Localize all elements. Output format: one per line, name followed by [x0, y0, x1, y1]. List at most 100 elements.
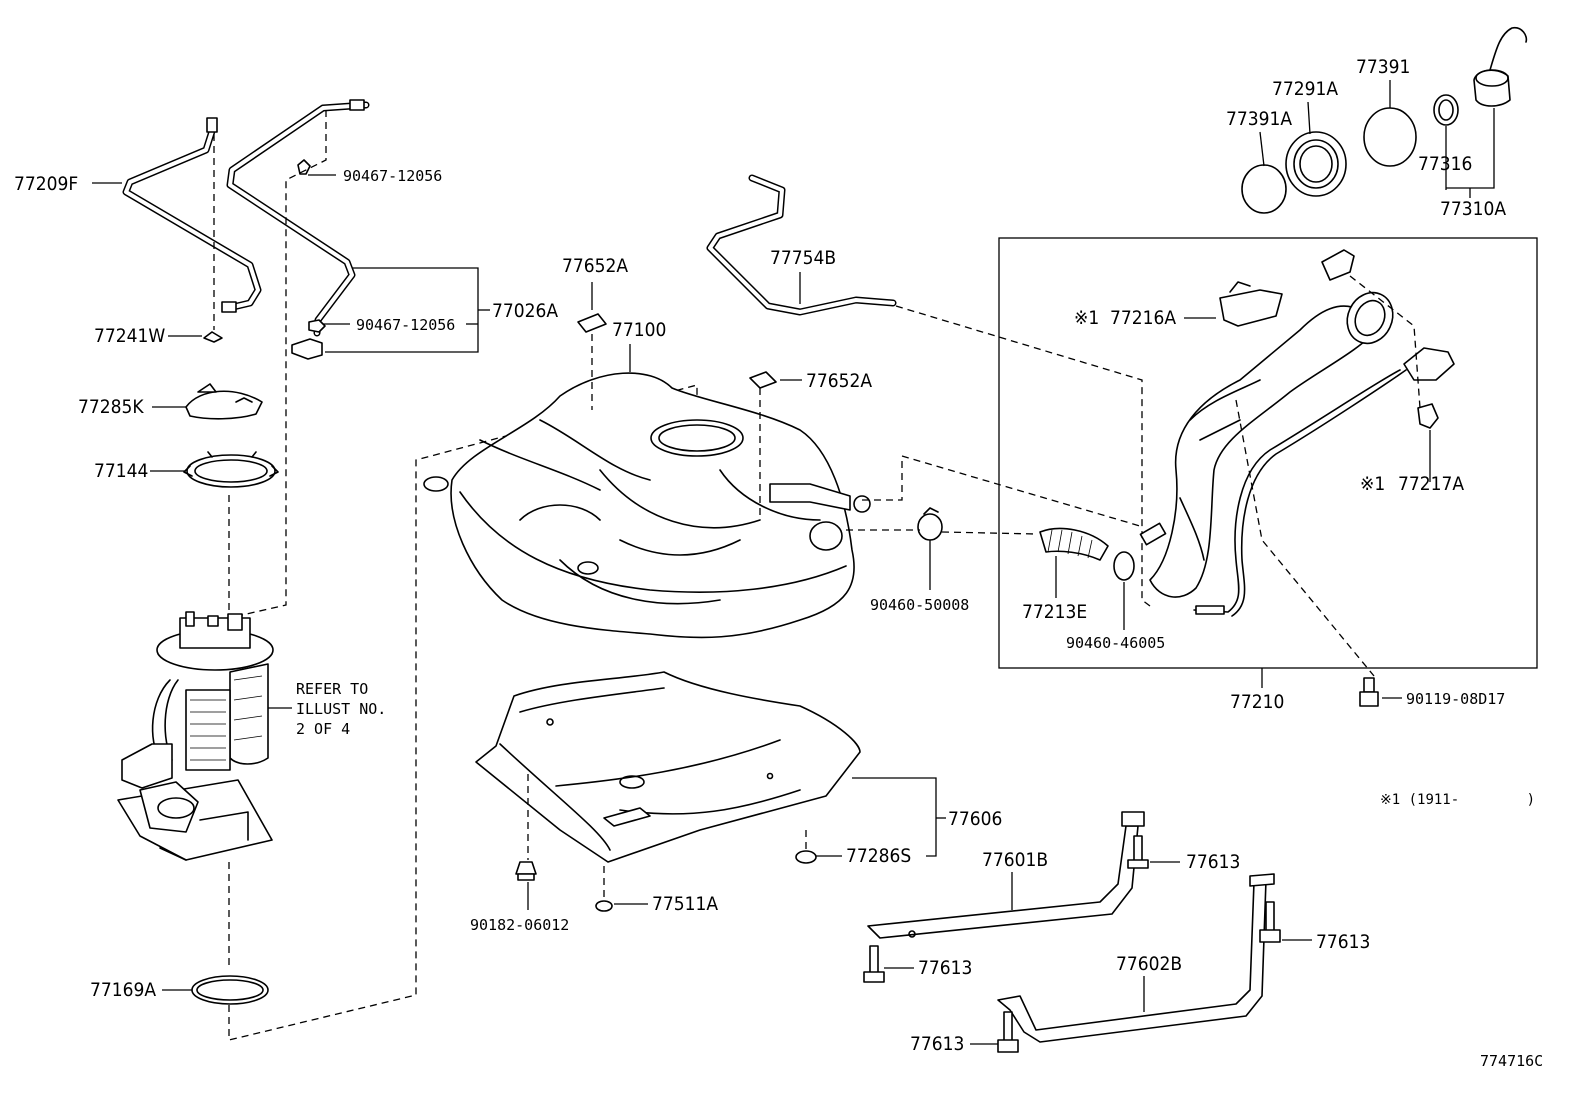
- svg-text:77100: 77100: [612, 319, 666, 341]
- label-77213E: 77213E: [1022, 556, 1087, 623]
- label-77216A: ※1 77216A: [1074, 307, 1216, 329]
- svg-text:77241W: 77241W: [94, 325, 165, 347]
- bolt-77613-a[interactable]: [1127, 835, 1149, 869]
- clamp-90460-46005[interactable]: [1113, 551, 1135, 581]
- fuel-tube-77209F[interactable]: [122, 117, 262, 313]
- svg-text:※1: ※1: [1360, 473, 1385, 495]
- label-77652A-b: 77652A: [780, 370, 872, 392]
- bolt-77613-c[interactable]: [1259, 901, 1281, 943]
- hose-77213E[interactable]: [1039, 527, 1109, 561]
- svg-text:77286S: 77286S: [846, 845, 911, 867]
- svg-text:77652A: 77652A: [806, 370, 872, 392]
- label-90182-06012: 90182-06012: [470, 882, 569, 934]
- refer-note: REFER TO ILLUST NO. 2 OF 4: [268, 680, 386, 738]
- clip-77241W[interactable]: [203, 331, 223, 343]
- svg-text:90460-50008: 90460-50008: [870, 596, 969, 614]
- svg-text:77217A: 77217A: [1398, 473, 1464, 495]
- svg-text:77026A: 77026A: [492, 300, 558, 322]
- label-77613-d: 77613: [910, 1033, 998, 1055]
- svg-text:77310A: 77310A: [1440, 198, 1506, 220]
- bolt-77613-b[interactable]: [863, 945, 885, 983]
- label-77613-c: 77613: [1282, 931, 1370, 953]
- label-90460-50008: 90460-50008: [870, 540, 969, 614]
- svg-text:77606: 77606: [948, 808, 1002, 830]
- label-77316: 77316: [1418, 126, 1472, 190]
- svg-text:77216A: 77216A: [1110, 307, 1176, 329]
- label-77613-b: 77613: [884, 957, 972, 979]
- fuel-pump-assembly[interactable]: [117, 611, 274, 861]
- label-77754B: 77754B: [770, 247, 836, 304]
- svg-text:77144: 77144: [94, 460, 148, 482]
- label-77210: 77210: [1230, 668, 1284, 713]
- svg-text:77601B: 77601B: [982, 849, 1048, 871]
- svg-text:90460-46005: 90460-46005: [1066, 634, 1165, 652]
- heat-shield-77606[interactable]: [475, 671, 861, 863]
- label-77652A-a: 77652A: [562, 255, 628, 310]
- clip-77217A[interactable]: [1417, 403, 1439, 429]
- svg-text:2 OF 4: 2 OF 4: [296, 720, 350, 738]
- strap-77601B[interactable]: [867, 811, 1145, 939]
- bolt-77613-d[interactable]: [997, 1011, 1019, 1053]
- bracket-77216A[interactable]: [1219, 281, 1283, 327]
- fuel-tube-77026A[interactable]: [226, 99, 370, 337]
- bolt-90119-08D17[interactable]: [1359, 677, 1379, 707]
- svg-text:77285K: 77285K: [78, 396, 144, 418]
- ring-77316[interactable]: [1433, 94, 1459, 126]
- svg-text:77613: 77613: [1316, 931, 1370, 953]
- svg-text:77391: 77391: [1356, 56, 1410, 78]
- label-90460-46005: 90460-46005: [1066, 582, 1165, 652]
- svg-text:77652A: 77652A: [562, 255, 628, 277]
- svg-text:77754B: 77754B: [770, 247, 836, 269]
- label-77241W: 77241W: [94, 325, 202, 347]
- clamp-90460-50008[interactable]: [917, 507, 943, 541]
- label-90119-08D17: 90119-08D17: [1382, 690, 1505, 708]
- clip-90467-upper[interactable]: [297, 159, 311, 175]
- ring-77144[interactable]: [183, 451, 279, 488]
- label-77613-a: 77613: [1150, 851, 1240, 873]
- cover-77285K[interactable]: [185, 383, 263, 420]
- label-77310A: 77310A: [1440, 108, 1506, 220]
- clip-77286S[interactable]: [795, 850, 817, 864]
- nut-90182-06012[interactable]: [515, 861, 537, 881]
- pad-77652A-a[interactable]: [577, 313, 607, 333]
- gasket-77391A[interactable]: [1241, 164, 1287, 214]
- label-77291A: 77291A: [1272, 78, 1338, 135]
- label-77100: 77100: [612, 319, 666, 372]
- svg-text:77291A: 77291A: [1272, 78, 1338, 100]
- svg-text:90182-06012: 90182-06012: [470, 916, 569, 934]
- pad-77652A-b[interactable]: [749, 371, 777, 389]
- label-77602B: 77602B: [1116, 953, 1182, 1012]
- svg-text:90467-12056: 90467-12056: [343, 167, 442, 185]
- breather-line[interactable]: [1193, 369, 1407, 617]
- svg-text:77602B: 77602B: [1116, 953, 1182, 975]
- note-1911: ※1 (1911- ): [1380, 792, 1535, 808]
- clip-77511A[interactable]: [595, 900, 613, 912]
- fuel-cap[interactable]: [1473, 26, 1528, 107]
- svg-text:77169A: 77169A: [90, 979, 156, 1001]
- svg-text:77511A: 77511A: [652, 893, 718, 915]
- seal-77291A[interactable]: [1285, 131, 1347, 197]
- filler-pipe[interactable]: [1139, 285, 1400, 598]
- label-77144: 77144: [94, 460, 186, 482]
- filler-pipe-assembly-box: [998, 237, 1538, 669]
- svg-text:※1: ※1: [1074, 307, 1099, 329]
- label-77286S: 77286S: [816, 845, 911, 867]
- svg-text:77613: 77613: [1186, 851, 1240, 873]
- gasket-77169A[interactable]: [191, 975, 269, 1005]
- label-90467-12056-lower: 90467-12056: [323, 316, 455, 334]
- strap-77602B[interactable]: [997, 873, 1275, 1043]
- svg-text:REFER TO: REFER TO: [296, 680, 368, 698]
- label-77285K: 77285K: [78, 396, 186, 418]
- svg-text:77316: 77316: [1418, 153, 1472, 175]
- clip-top-bracket[interactable]: [1321, 249, 1355, 281]
- svg-text:77391A: 77391A: [1226, 108, 1292, 130]
- svg-text:90467-12056: 90467-12056: [356, 316, 455, 334]
- breather-tube-77754B[interactable]: [706, 174, 897, 316]
- fuel-tank-77100[interactable]: [423, 372, 871, 639]
- svg-text:77213E: 77213E: [1022, 601, 1087, 623]
- grommet-fitting[interactable]: [1403, 347, 1455, 381]
- clip-90467-lower[interactable]: [291, 319, 326, 360]
- gasket-77391[interactable]: [1363, 107, 1417, 167]
- diagram-id: 774716C: [1480, 1052, 1543, 1070]
